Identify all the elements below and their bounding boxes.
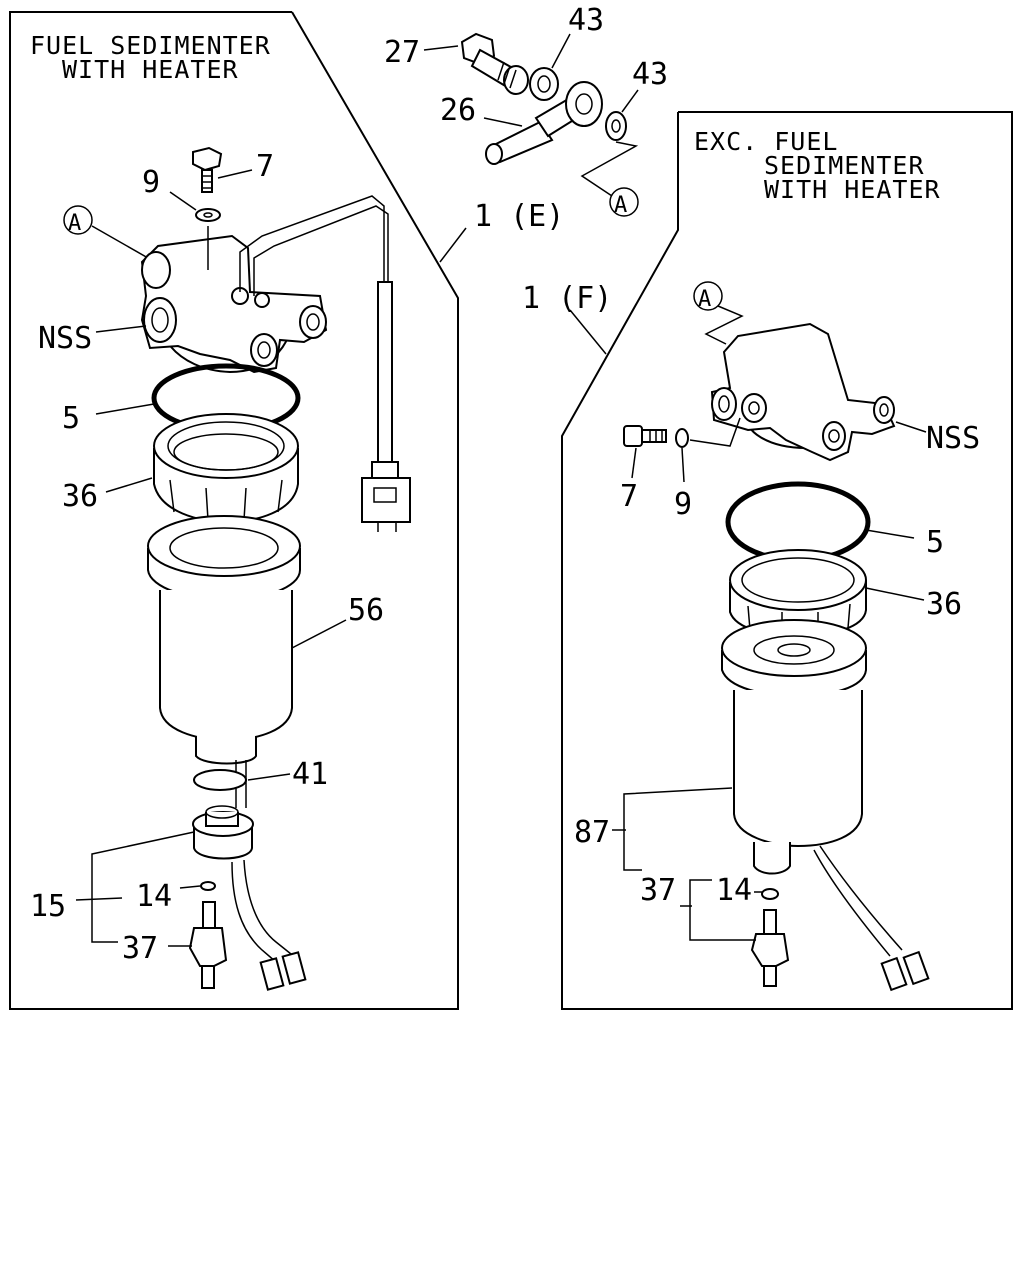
label-26: 26 — [440, 93, 476, 128]
label-9-left: 9 — [142, 165, 160, 200]
left-panel: FUEL SEDIMENTER WITH HEATER 1 (E) 7 9 A — [9, 11, 564, 1010]
eye-bolt-27 — [460, 32, 529, 95]
label-56: 56 — [348, 593, 384, 628]
label-7-left: 7 — [256, 149, 274, 184]
right-panel-frame — [561, 111, 1013, 1010]
label-14-right: 14 — [716, 873, 752, 908]
right-title-line3: WITH HEATER — [764, 175, 941, 204]
washer-43-lower — [605, 111, 627, 141]
label-27: 27 — [384, 35, 420, 70]
o-ring-41 — [193, 769, 247, 791]
label-37-right: 37 — [640, 873, 676, 908]
washer-43-upper — [529, 67, 559, 101]
label-a-right: A — [698, 287, 711, 312]
washer-9-right — [675, 428, 689, 448]
label-87: 87 — [574, 815, 610, 850]
drain-plug-37-right — [750, 909, 790, 987]
top-parts: 27 43 26 43 A — [384, 3, 668, 218]
filter-element-87 — [721, 619, 930, 992]
label-nss-left: NSS — [38, 321, 92, 356]
label-43-lower: 43 — [632, 57, 668, 92]
filter-head-left — [140, 226, 328, 374]
bolt-7 — [192, 146, 223, 193]
label-1e: 1 (E) — [474, 199, 564, 234]
label-5-left: 5 — [62, 401, 80, 436]
label-5-right: 5 — [926, 525, 944, 560]
heater-wire-left — [239, 195, 411, 532]
label-43-upper: 43 — [568, 3, 604, 38]
label-9-right: 9 — [674, 487, 692, 522]
banjo-fitting-26 — [485, 81, 603, 165]
washer-9 — [195, 208, 221, 222]
ring-nut-36-left — [153, 413, 299, 524]
o-ring-14-right — [761, 888, 779, 900]
drain-plug-37-left — [188, 901, 228, 989]
label-a-top: A — [614, 193, 627, 218]
label-14-left: 14 — [136, 879, 172, 914]
bolt-7-right — [623, 425, 667, 447]
filter-element-56 — [147, 515, 301, 808]
label-15: 15 — [30, 889, 66, 924]
o-ring-5-right — [725, 481, 871, 563]
label-1f: 1 (F) — [522, 281, 612, 316]
filter-head-right — [710, 322, 896, 462]
left-panel-frame — [9, 11, 459, 1010]
label-a-left: A — [68, 211, 81, 236]
right-title-line2: SEDIMENTER — [764, 151, 925, 180]
left-title-line2: WITH HEATER — [62, 55, 239, 84]
sensor-15 — [192, 805, 307, 991]
right-panel: EXC. FUEL SEDIMENTER WITH HEATER 1 (F) A… — [522, 111, 1013, 1010]
label-37-left: 37 — [122, 931, 158, 966]
label-nss-right: NSS — [926, 421, 980, 456]
left-title-line1: FUEL SEDIMENTER — [30, 31, 271, 60]
right-title-line1: EXC. FUEL — [694, 127, 838, 156]
label-36-right: 36 — [926, 587, 962, 622]
label-41: 41 — [292, 757, 328, 792]
label-36-left: 36 — [62, 479, 98, 514]
label-7-right: 7 — [620, 479, 638, 514]
o-ring-14-left — [200, 881, 216, 891]
